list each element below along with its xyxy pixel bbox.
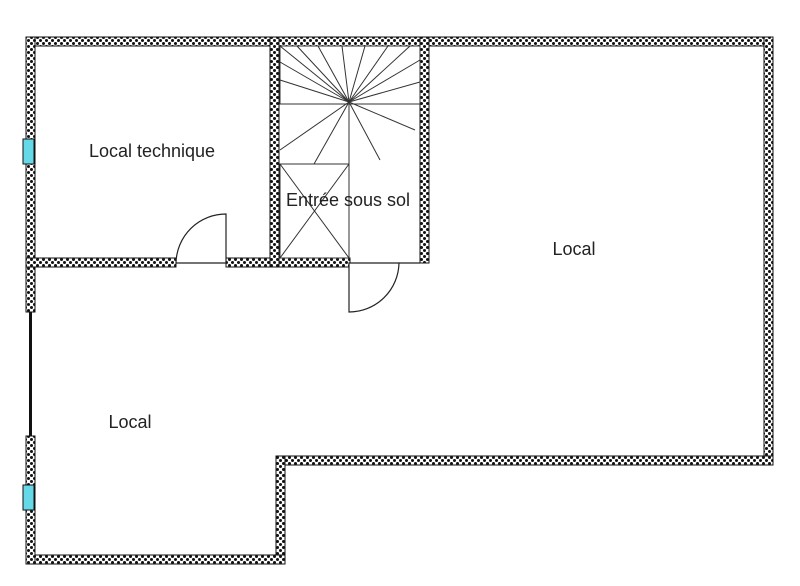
door-basement-entry: [348, 262, 400, 313]
wall-right: [763, 36, 774, 466]
wall-top: [25, 36, 774, 47]
window-upper-left: [22, 138, 35, 165]
wall-left-upper: [25, 36, 36, 313]
staircase: [279, 45, 421, 259]
wall-bottom-left: [25, 554, 286, 565]
label-basement-entry: Entrée sous sol: [286, 190, 410, 210]
wall-technical-bottom-a: [25, 257, 177, 268]
wall-technical-right: [269, 36, 280, 268]
wall-step-vertical: [275, 455, 286, 565]
window-lower-left: [22, 484, 35, 511]
outer-walls: [25, 36, 774, 565]
wall-bottom-right: [275, 455, 774, 466]
doors: [175, 213, 420, 313]
stair-winder-box: [279, 45, 421, 105]
label-technical-room: Local technique: [89, 141, 215, 161]
wall-stair-right: [419, 36, 430, 264]
label-left-room: Local: [108, 412, 151, 432]
interior-walls: [25, 36, 430, 268]
label-right-room: Local: [552, 239, 595, 259]
stair-landing: [279, 163, 350, 259]
wall-technical-bottom-b: [225, 257, 351, 268]
door-technical-room: [175, 213, 227, 264]
